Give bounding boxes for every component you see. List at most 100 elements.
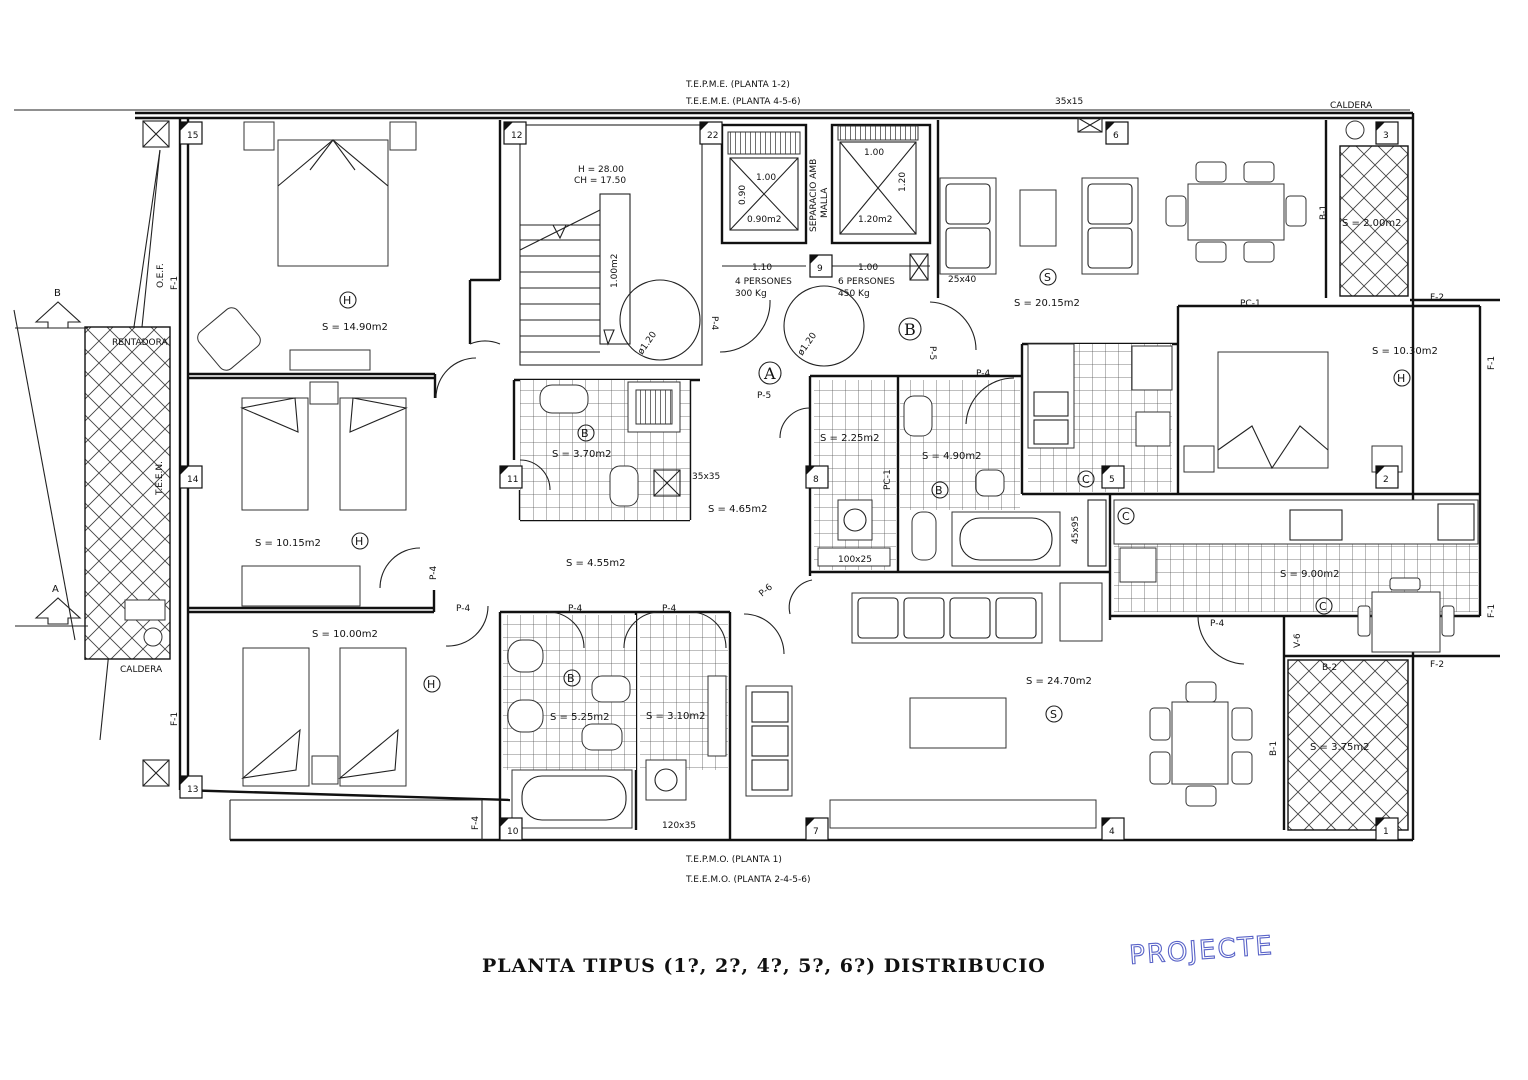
lav-vent <box>817 547 891 567</box>
kitchen-table <box>1357 577 1455 653</box>
window-f2-a: F-2 <box>1430 293 1444 303</box>
door-arcs <box>379 299 1245 665</box>
lift1-bottom: 1.10 <box>752 263 772 273</box>
column-12: 12 <box>503 121 527 145</box>
room-area-bath1: S = 3.70m2 <box>552 449 611 460</box>
room-area-bath2: S = 5.25m2 <box>550 712 609 723</box>
column-3: 3 <box>1375 121 1399 145</box>
toilet-2 <box>581 723 623 751</box>
section-mark-a: A <box>15 584 88 627</box>
vent-box-top <box>1077 117 1103 133</box>
sink-1 <box>539 384 589 414</box>
washer-icon <box>124 599 166 621</box>
lift1-weight: 300 Kg <box>735 289 767 299</box>
lift2-width: 1.00 <box>864 148 884 158</box>
column-label: 14 <box>187 475 199 485</box>
column-1: 1 <box>1375 817 1399 841</box>
bidet-2 <box>975 469 1005 497</box>
bottom-note-2: T.E.E.M.O. (PLANTA 2-4-5-6) <box>685 875 810 885</box>
door-pc1-b: PC-1 <box>883 469 893 490</box>
sideboard <box>829 799 1097 829</box>
balcony-top-right <box>1339 145 1409 297</box>
column-label: 3 <box>1383 131 1389 141</box>
stair-height: H = 28.00 <box>578 165 624 175</box>
room-area-living-right: S = 20.15m2 <box>1014 298 1080 309</box>
door-p4-e: P-4 <box>976 369 990 379</box>
lift2-bottom: 1.00 <box>858 263 878 273</box>
column-label: 10 <box>507 827 519 837</box>
sofa-bottom <box>745 685 793 797</box>
column-13: 13 <box>179 775 203 799</box>
shaft-25x40-cross <box>909 253 929 281</box>
window-f1-b: F-1 <box>170 712 180 726</box>
lift1-capacity: 4 PERSONES <box>735 277 792 287</box>
cooktop-bottom <box>1119 547 1157 583</box>
column-label: 1 <box>1383 827 1389 837</box>
vent-25x40: 25x40 <box>948 275 977 285</box>
column-label: 9 <box>817 264 823 274</box>
bidet-1 <box>591 675 631 703</box>
room-area-living-bottom: S = 24.70m2 <box>1026 676 1092 687</box>
room-type-bed1: H <box>343 294 351 307</box>
lift1-area: 0.90m2 <box>747 215 782 225</box>
room-type-bed2: H <box>355 535 363 548</box>
stair-width: 1.00m2 <box>610 253 620 288</box>
window-f2-b: F-2 <box>1430 660 1444 670</box>
desk-middle <box>241 565 361 607</box>
column-2: 2 <box>1375 465 1399 489</box>
window-f4: F-4 <box>471 816 481 830</box>
vent-35x35: 35x35 <box>692 472 720 482</box>
separation-note-2: MALLA <box>820 187 830 218</box>
room-area-balcony-top: S = 2.00m2 <box>1342 218 1401 229</box>
column-label: 5 <box>1109 475 1115 485</box>
lift2-depth: 1.20 <box>898 172 908 192</box>
column-6: 6 <box>1105 121 1129 145</box>
column-14: 14 <box>179 465 203 489</box>
column-label: 8 <box>813 475 819 485</box>
door-p4-hall: P-4 <box>429 566 439 580</box>
fridge-bottom <box>1437 503 1475 541</box>
room-type-kitchen-bottom: C <box>1319 600 1327 613</box>
vent-35x15: 35x15 <box>1055 97 1083 107</box>
double-bed-right <box>1183 351 1403 473</box>
apartment-b-mark: B <box>904 320 916 339</box>
room-type-bath2: B <box>567 672 575 685</box>
top-note-2: T.E.E.M.E. (PLANTA 4-5-6) <box>685 97 800 107</box>
window-f1-c: F-1 <box>1487 356 1497 370</box>
door-pc1-a: PC-1 <box>1240 299 1261 309</box>
sink-4 <box>903 395 933 437</box>
kitchen-mark-bottom: C <box>1122 510 1130 523</box>
sofa-wall <box>851 592 1043 644</box>
coffee-table-right <box>1019 189 1057 247</box>
room-area-balcony-bottom: S = 3.75m2 <box>1310 742 1369 753</box>
lift1-depth: 0.90 <box>738 185 748 205</box>
column-5: 5 <box>1101 465 1125 489</box>
counter-1 <box>707 675 727 757</box>
top-note-1: T.E.P.M.E. (PLANTA 1-2) <box>685 80 790 90</box>
vent-120x35: 120x35 <box>662 821 696 831</box>
separation-note: SEPARACIO AMB <box>809 159 819 232</box>
dining-table-bottom <box>1149 681 1253 807</box>
column-label: 2 <box>1383 475 1389 485</box>
cooktop-top <box>1135 411 1171 447</box>
column-9: 9 <box>809 254 833 278</box>
column-label: 7 <box>813 827 819 837</box>
lift2-weight: 450 Kg <box>838 289 870 299</box>
column-15: 15 <box>179 121 203 145</box>
shower-drain-1 <box>635 389 673 425</box>
room-type-living-right: S <box>1044 271 1051 284</box>
lift2-capacity: 6 PERSONES <box>838 277 895 287</box>
washing-machine-1 <box>645 759 687 801</box>
shaft-35x35 <box>653 469 681 497</box>
boiler-icon <box>143 627 163 647</box>
column-8: 8 <box>805 465 829 489</box>
bathtub-1 <box>511 769 633 829</box>
door-p6: P-6 <box>758 582 776 599</box>
vent-45x95: 45x95 <box>1071 516 1081 544</box>
bottom-note-1: T.E.P.M.O. (PLANTA 1) <box>685 855 782 865</box>
lift2-area: 1.20m2 <box>858 215 893 225</box>
kitchen-mark-top: C <box>1082 473 1090 486</box>
shaft-25x40 <box>909 253 929 281</box>
room-type-bed3: H <box>427 678 435 691</box>
bathtub-2 <box>951 511 1061 567</box>
